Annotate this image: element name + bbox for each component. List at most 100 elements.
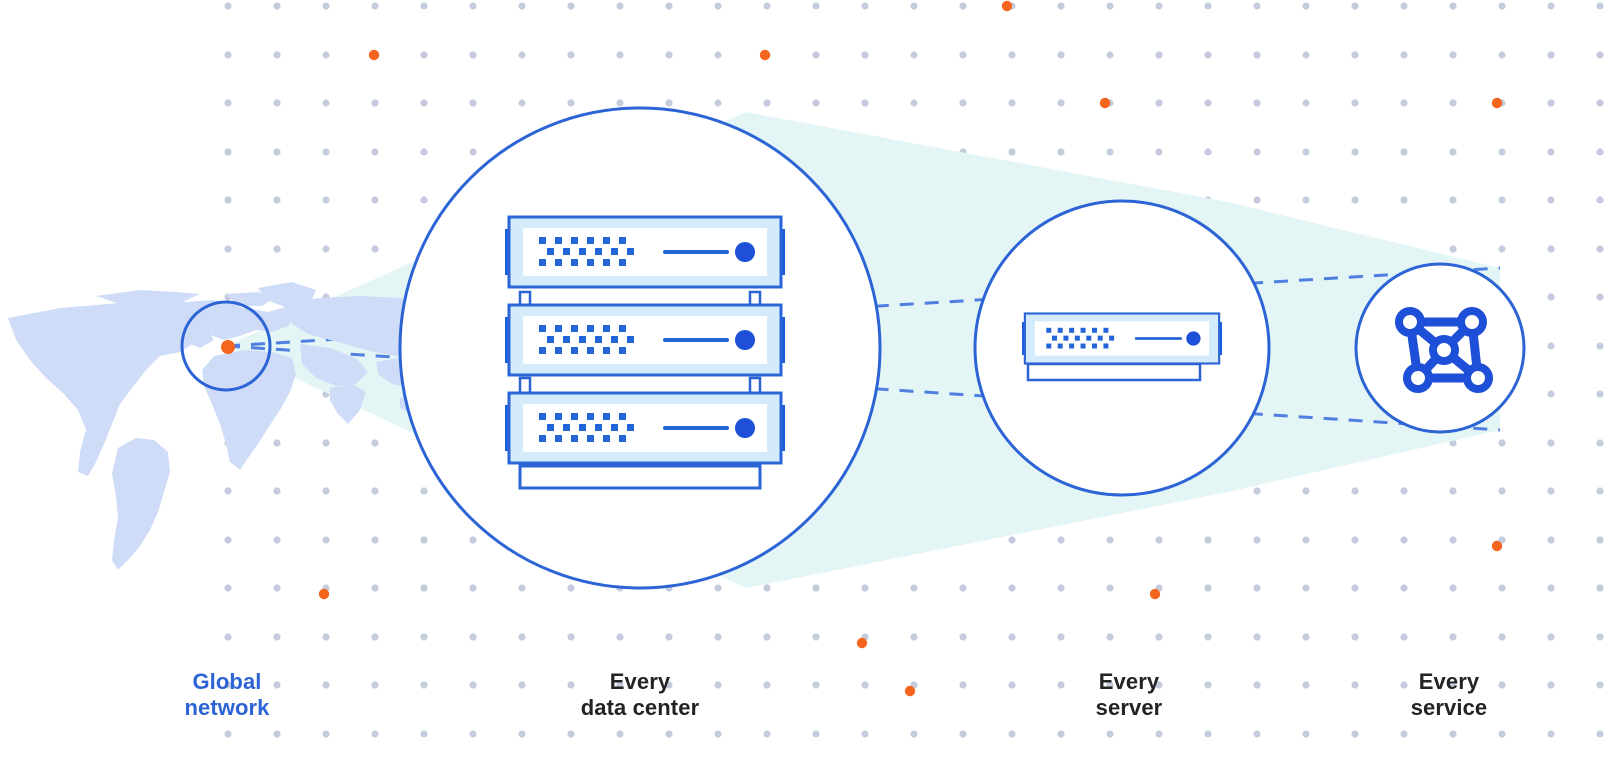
grid-dot bbox=[861, 99, 869, 107]
grid-dot bbox=[1400, 196, 1408, 204]
grid-dot bbox=[371, 2, 379, 10]
grid-dot bbox=[1400, 487, 1408, 495]
grid-dot-accent bbox=[1149, 588, 1161, 600]
grid-dot bbox=[1302, 584, 1310, 592]
grid-dot bbox=[1596, 584, 1604, 592]
grid-dot bbox=[567, 51, 575, 59]
grid-dot bbox=[665, 99, 673, 107]
grid-dot bbox=[1498, 51, 1506, 59]
grid-dot bbox=[224, 51, 232, 59]
grid-dot bbox=[224, 487, 232, 495]
grid-dot bbox=[1400, 148, 1408, 156]
grid-dot bbox=[1302, 148, 1310, 156]
grid-dot bbox=[1351, 633, 1359, 641]
grid-dot bbox=[273, 2, 281, 10]
global-network-marker-dot bbox=[221, 340, 235, 354]
grid-dot bbox=[1351, 2, 1359, 10]
grid-dot bbox=[273, 633, 281, 641]
grid-dot bbox=[1253, 681, 1261, 689]
grid-dot bbox=[1449, 536, 1457, 544]
grid-dot bbox=[273, 584, 281, 592]
grid-dot bbox=[763, 633, 771, 641]
grid-dot bbox=[616, 2, 624, 10]
grid-dot bbox=[1449, 99, 1457, 107]
grid-dot bbox=[1253, 487, 1261, 495]
grid-dot bbox=[616, 99, 624, 107]
grid-dot bbox=[1057, 536, 1065, 544]
grid-dot bbox=[1253, 148, 1261, 156]
grid-dot bbox=[861, 51, 869, 59]
grid-dot bbox=[420, 51, 428, 59]
grid-dot bbox=[1057, 633, 1065, 641]
grid-dot bbox=[371, 730, 379, 738]
grid-dot bbox=[812, 633, 820, 641]
grid-dot bbox=[420, 99, 428, 107]
grid-dot bbox=[1302, 681, 1310, 689]
grid-dot bbox=[1057, 148, 1065, 156]
grid-dot-accent bbox=[1001, 0, 1013, 12]
grid-dot bbox=[1204, 681, 1212, 689]
grid-dot bbox=[322, 2, 330, 10]
grid-dot bbox=[1547, 2, 1555, 10]
grid-dot bbox=[1547, 148, 1555, 156]
grid-dot bbox=[714, 584, 722, 592]
grid-dot bbox=[1253, 51, 1261, 59]
grid-dot bbox=[1547, 681, 1555, 689]
grid-dot bbox=[273, 681, 281, 689]
mesh-node-bottom-right bbox=[1463, 363, 1493, 393]
rack-server-unit-2 bbox=[505, 303, 785, 377]
grid-dot bbox=[273, 439, 281, 447]
grid-dot bbox=[322, 148, 330, 156]
grid-dot bbox=[1596, 245, 1604, 253]
grid-dot bbox=[1596, 681, 1604, 689]
grid-dot bbox=[616, 681, 624, 689]
grid-dot bbox=[1498, 536, 1506, 544]
grid-dot bbox=[322, 536, 330, 544]
grid-dot bbox=[714, 730, 722, 738]
grid-dot bbox=[1498, 730, 1506, 738]
rack-server-unit-1 bbox=[505, 215, 785, 289]
grid-dot bbox=[1253, 730, 1261, 738]
grid-dot-accent bbox=[1099, 97, 1111, 109]
grid-dot bbox=[224, 633, 232, 641]
grid-dot bbox=[420, 196, 428, 204]
grid-dot bbox=[224, 99, 232, 107]
grid-dot bbox=[420, 536, 428, 544]
grid-dot bbox=[1547, 439, 1555, 447]
grid-dot bbox=[518, 633, 526, 641]
grid-dot bbox=[420, 487, 428, 495]
grid-dot bbox=[322, 439, 330, 447]
grid-dot bbox=[322, 730, 330, 738]
grid-dot bbox=[1547, 99, 1555, 107]
grid-dot bbox=[1596, 487, 1604, 495]
grid-dot bbox=[1204, 536, 1212, 544]
grid-dot bbox=[1253, 99, 1261, 107]
grid-dot bbox=[1596, 342, 1604, 350]
grid-dot bbox=[1008, 633, 1016, 641]
grid-dot bbox=[1057, 730, 1065, 738]
grid-dot bbox=[1400, 99, 1408, 107]
grid-dot bbox=[1106, 51, 1114, 59]
grid-dot bbox=[567, 681, 575, 689]
grid-dot bbox=[1596, 196, 1604, 204]
grid-dot bbox=[420, 730, 428, 738]
grid-dot bbox=[1498, 196, 1506, 204]
grid-dot bbox=[959, 681, 967, 689]
grid-dot bbox=[1498, 2, 1506, 10]
grid-dot bbox=[273, 487, 281, 495]
grid-dot bbox=[812, 99, 820, 107]
grid-dot bbox=[763, 99, 771, 107]
grid-dot bbox=[1400, 584, 1408, 592]
grid-dot bbox=[518, 51, 526, 59]
grid-dot bbox=[714, 51, 722, 59]
grid-dot bbox=[714, 2, 722, 10]
grid-dot bbox=[1547, 584, 1555, 592]
grid-dot bbox=[1106, 584, 1114, 592]
grid-dot bbox=[1547, 245, 1555, 253]
grid-dot bbox=[1547, 730, 1555, 738]
grid-dot bbox=[1400, 681, 1408, 689]
grid-dot bbox=[1449, 681, 1457, 689]
grid-dot bbox=[1008, 730, 1016, 738]
